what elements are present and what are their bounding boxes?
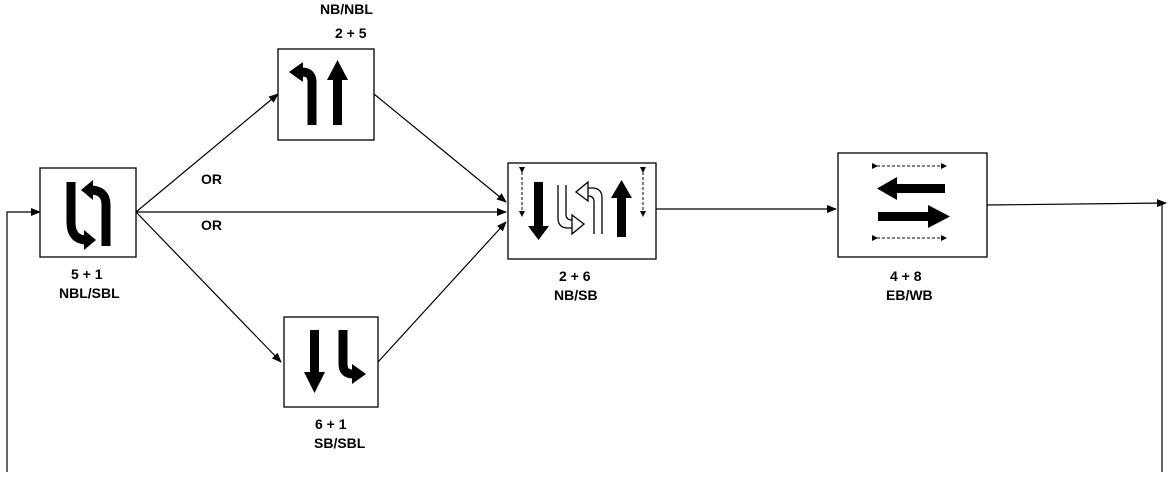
through-and-left-icon — [304, 330, 366, 393]
phase-box — [283, 316, 379, 408]
phase-name: NBL/SBL — [59, 285, 120, 301]
phase-box — [507, 162, 657, 260]
phase-name: NB/SB — [554, 287, 598, 303]
eastbound-westbound-through-icon — [872, 163, 950, 241]
through-with-permitted-left-icon — [519, 167, 646, 240]
phase-nb-nbl: NB/NBL 2 + 5 — [277, 1, 375, 141]
phase-box — [837, 152, 988, 258]
phase-numbers: 2 + 5 — [335, 25, 367, 41]
phase-sb-sbl: 6 + 1 SB/SBL — [283, 316, 379, 451]
phase-eb-wb: 4 + 8 EB/WB — [837, 152, 988, 303]
phase-numbers: 2 + 6 — [559, 268, 591, 284]
arrow-to-nb-nbl — [135, 93, 279, 213]
phase-nb-sb: 2 + 6 NB/SB — [507, 162, 657, 303]
phase-name: EB/WB — [886, 287, 933, 303]
phase-nbl-sbl: 5 + 1 NBL/SBL — [39, 167, 137, 301]
phase-name: NB/NBL — [320, 1, 373, 17]
phase-numbers: 4 + 8 — [890, 268, 922, 284]
connector-lines — [6, 93, 1167, 472]
phase-name: SB/SBL — [314, 435, 366, 451]
loop-return-line — [6, 208, 41, 472]
arrow-sb-sbl-to-nb-sb — [377, 221, 507, 363]
phase-box — [277, 48, 375, 141]
or-label-middle: OR — [201, 217, 222, 233]
phase-numbers: 6 + 1 — [315, 416, 347, 432]
arrow-to-sb-sbl — [135, 211, 282, 363]
arrow-eb-wb-exit — [986, 199, 1167, 208]
left-and-through-icon — [289, 60, 348, 125]
or-label-upper: OR — [201, 171, 222, 187]
arrow-nb-nbl-to-nb-sb — [373, 93, 507, 203]
phase-numbers: 5 + 1 — [71, 266, 103, 282]
dual-left-turn-icon — [66, 180, 111, 250]
